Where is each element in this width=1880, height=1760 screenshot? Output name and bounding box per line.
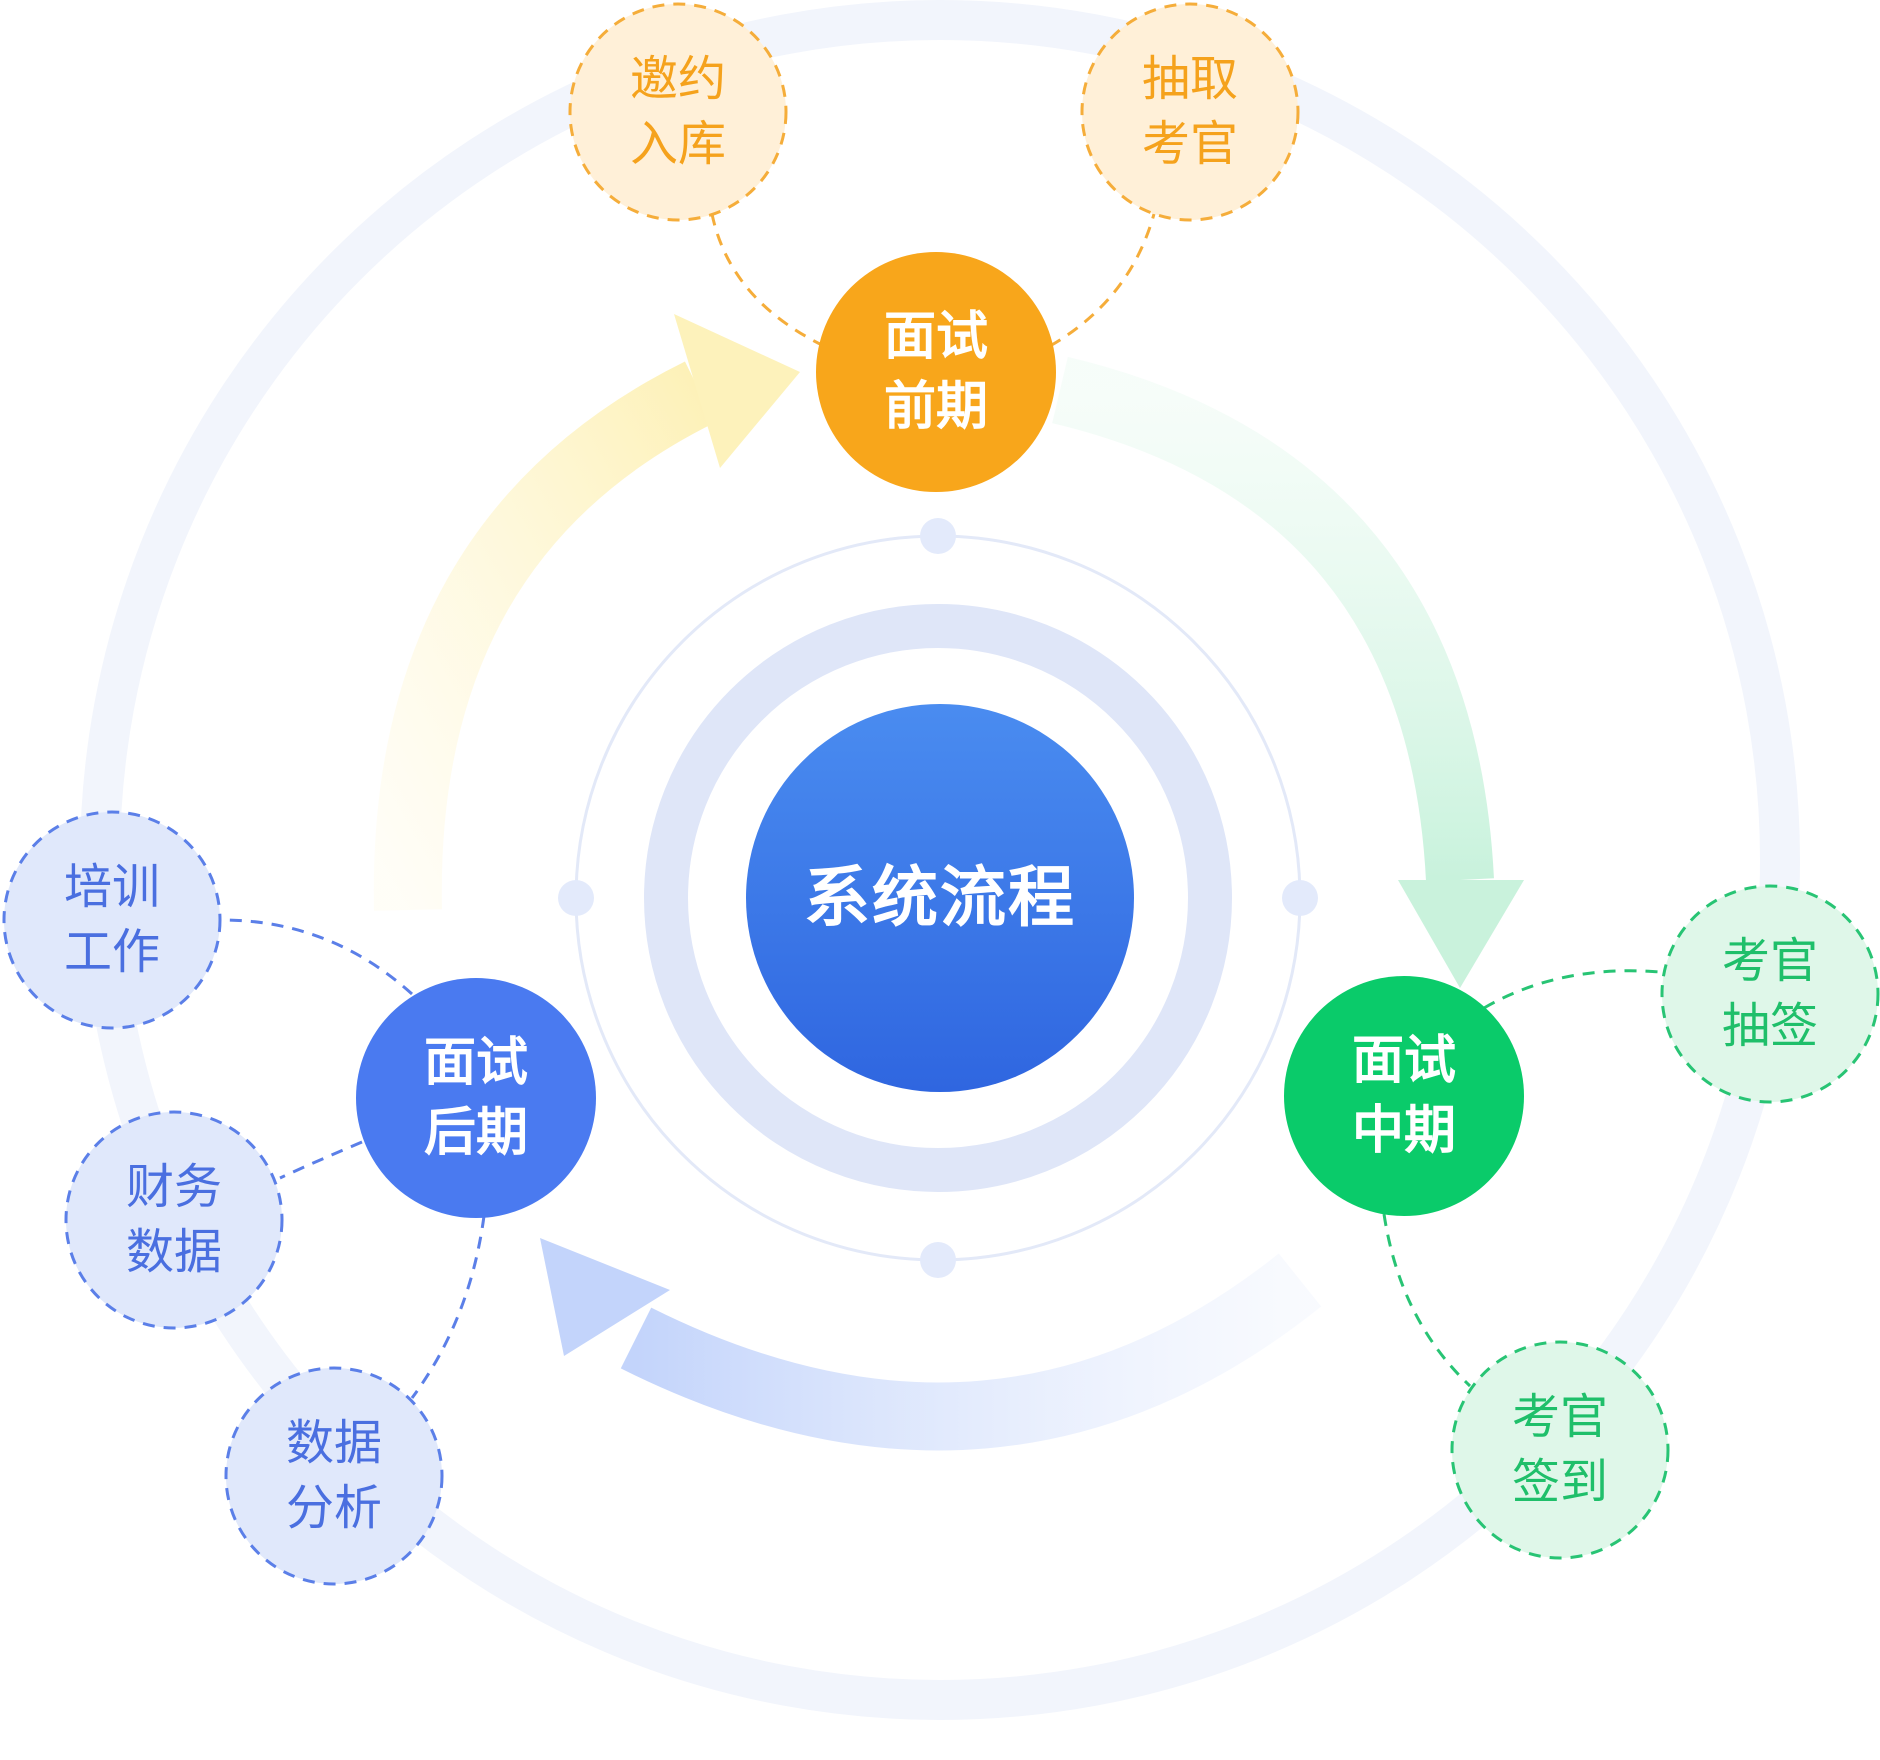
- connector-late-training: [221, 918, 414, 996]
- satellite-checkin-label: 考官 签到: [1512, 1385, 1608, 1515]
- satellite-training-circle: [2, 810, 222, 1030]
- connector-late-finance: [279, 1140, 363, 1180]
- satellite-invite-circle: [568, 2, 788, 222]
- satellite-lot-line2: 抽签: [1721, 998, 1819, 1054]
- satellite-checkin-line1: 考官: [1511, 1389, 1609, 1446]
- phase-middle-circle: [1284, 976, 1524, 1216]
- phase-early-label: 面试 前期: [884, 302, 988, 442]
- arrow-middle-to-late: [620, 1253, 1322, 1451]
- satellite-checkin-line2: 签到: [1511, 1454, 1609, 1510]
- ring-node-bottom: [920, 1242, 956, 1278]
- phase-middle-line1: 面试: [1351, 1030, 1457, 1091]
- phase-late-label: 面试 后期: [424, 1028, 528, 1168]
- connector-early-invite: [710, 213, 825, 348]
- phase-late-circle: [356, 978, 596, 1218]
- phase-late-line1: 面试: [423, 1032, 529, 1093]
- phase-late-line2: 后期: [423, 1103, 529, 1163]
- satellite-training-line1: 培训: [63, 859, 161, 916]
- phase-early-line1: 面试: [883, 306, 989, 367]
- connector-late-analysis: [410, 1215, 486, 1399]
- satellite-analysis-line1: 数据: [285, 1415, 383, 1472]
- phase-middle-line2: 中期: [1351, 1101, 1457, 1161]
- ring-node-left: [558, 880, 594, 916]
- arrow-middle-to-late-head: [540, 1238, 670, 1356]
- satellite-finance-line2: 数据: [125, 1224, 223, 1280]
- satellite-draw-label: 抽取 考官: [1142, 47, 1238, 177]
- satellite-draw-line1: 抽取: [1141, 51, 1239, 108]
- connector-middle-checkin: [1382, 1213, 1472, 1388]
- satellite-lot-line1: 考官: [1721, 933, 1819, 990]
- center-label: 系统流程: [804, 855, 1076, 941]
- satellite-finance-label: 财务 数据: [126, 1155, 222, 1285]
- center-circle: [746, 704, 1134, 1092]
- satellite-training-line2: 工作: [63, 924, 161, 980]
- satellite-lot-circle: [1660, 884, 1880, 1104]
- inner-thick-ring: [644, 604, 1232, 1192]
- satellite-finance-line1: 财务: [125, 1159, 223, 1216]
- satellite-analysis-circle: [224, 1366, 444, 1586]
- phase-early-circle: [816, 252, 1056, 492]
- satellite-finance-circle: [64, 1110, 284, 1330]
- center-label-text: 系统流程: [804, 859, 1076, 937]
- arrow-late-to-early-head: [674, 314, 800, 468]
- satellite-analysis-label: 数据 分析: [286, 1411, 382, 1541]
- satellite-training-label: 培训 工作: [64, 855, 160, 985]
- phase-middle-label: 面试 中期: [1352, 1026, 1456, 1166]
- satellite-draw-line2: 考官: [1141, 116, 1239, 172]
- ring-node-top: [920, 518, 956, 554]
- arrow-late-to-early: [373, 361, 716, 911]
- ring-node-right: [1282, 880, 1318, 916]
- satellite-checkin-circle: [1450, 1340, 1670, 1560]
- satellite-draw-circle: [1080, 2, 1300, 222]
- phase-early-line2: 前期: [883, 377, 989, 437]
- satellite-invite-line2: 入库: [629, 116, 727, 172]
- connector-middle-lot: [1483, 969, 1661, 1010]
- satellite-analysis-line2: 分析: [285, 1480, 383, 1536]
- connector-early-draw: [1049, 213, 1156, 348]
- satellite-lot-label: 考官 抽签: [1722, 929, 1818, 1059]
- arrow-early-to-middle: [1052, 356, 1494, 882]
- arrow-early-to-middle-head: [1398, 880, 1524, 988]
- satellite-invite-label: 邀约 入库: [630, 47, 726, 177]
- satellite-invite-line1: 邀约: [629, 51, 727, 108]
